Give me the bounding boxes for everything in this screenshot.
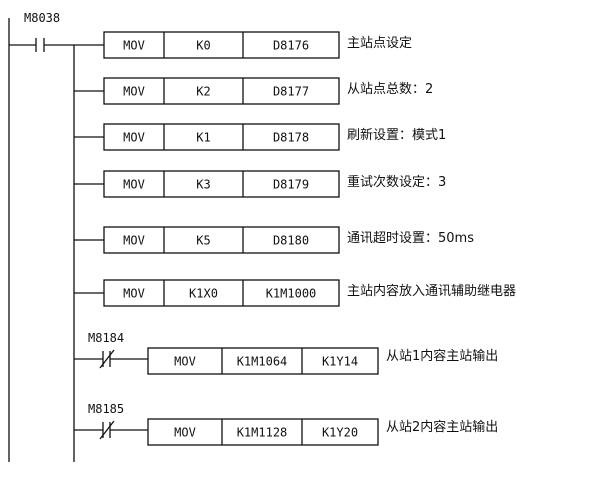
rung-2-comment: 从站点总数：2	[347, 82, 433, 97]
rung-1-instruction: MOV	[123, 39, 145, 53]
sub-rung-1-dest-operand: K1Y14	[322, 355, 358, 369]
ladder-wiring	[8, 18, 75, 462]
rung-5-dest-operand: D8180	[273, 234, 309, 248]
rung-2-dest-operand: D8177	[273, 85, 309, 99]
rung-2-source-operand: K2	[196, 85, 210, 99]
rung-6-source-operand: K1X0	[189, 287, 218, 301]
sub-rung-1-comment: 从站1内容主站输出	[386, 348, 498, 364]
sub-rung-1-nc-slash	[99, 349, 115, 369]
rung-3-comment: 刷新设置：模式1	[347, 127, 446, 143]
sub-rung-2-source-operand: K1M1128	[237, 426, 288, 440]
rung-6-dest-operand: K1M1000	[266, 287, 317, 301]
rung-6-comment: 主站内容放入通讯辅助继电器	[347, 283, 516, 299]
sub-rung-2-box	[147, 418, 379, 446]
sub-rung-2-comment: 从站2内容主站输出	[386, 419, 498, 435]
rung-4-comment: 重试次数设定：3	[347, 174, 446, 190]
rung-3-box	[103, 123, 340, 151]
rung-2-box	[103, 77, 340, 105]
rung-2-instruction: MOV	[123, 85, 145, 99]
sub-rung-1-contact-label: M8184	[88, 331, 124, 345]
rung-1-dest-operand: D8176	[273, 39, 309, 53]
rung-3-source-operand: K1	[196, 131, 210, 145]
sub-rung-1-box	[147, 347, 379, 375]
main-contact-label: M8038	[24, 11, 60, 25]
rung-5-source-operand: K5	[196, 234, 210, 248]
sub-rung-1-instruction: MOV	[174, 355, 196, 369]
rung-5-box	[103, 226, 340, 254]
sub-rung-2-instruction: MOV	[174, 426, 196, 440]
rung-6-instruction: MOV	[123, 287, 145, 301]
rung-3-dest-operand: D8178	[273, 131, 309, 145]
rung-4-source-operand: K3	[196, 178, 210, 192]
rung-3-instruction: MOV	[123, 131, 145, 145]
sub-rung-2-contact-label: M8185	[88, 402, 124, 416]
sub-rung-1-source-operand: K1M1064	[237, 355, 288, 369]
rung-1-source-operand: K0	[196, 39, 210, 53]
rung-5-instruction: MOV	[123, 234, 145, 248]
rung-6-box	[103, 279, 340, 307]
sub-rung-2-dest-operand: K1Y20	[322, 426, 358, 440]
rung-5-comment: 通讯超时设置：50ms	[347, 231, 474, 246]
rung-1-box	[103, 31, 340, 59]
rung-4-box	[103, 170, 340, 198]
rung-4-dest-operand: D8179	[273, 178, 309, 192]
sub-rung-2-nc-slash	[99, 420, 115, 440]
rung-4-instruction: MOV	[123, 178, 145, 192]
rung-1-comment: 主站点设定	[347, 36, 412, 51]
